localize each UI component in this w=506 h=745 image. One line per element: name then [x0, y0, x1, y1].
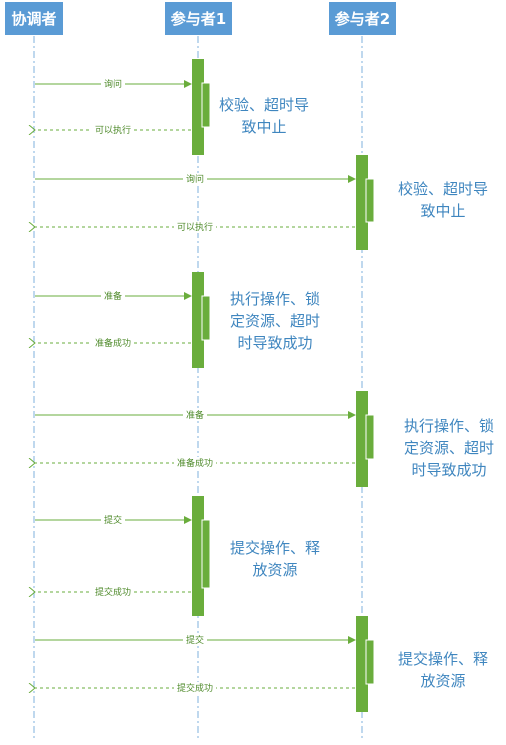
note-line: 执行操作、锁: [229, 290, 320, 308]
activation-bar-4: [356, 391, 368, 487]
message-label-11: 提交: [186, 634, 204, 646]
activation-bar-nested-2: [365, 178, 375, 223]
note-line: 定资源、超时: [229, 312, 320, 330]
note-line: 致中止: [420, 202, 466, 220]
activation-bar-nested-1: [201, 82, 211, 128]
note-text-3: 执行操作、锁定资源、超时时导致成功: [216, 288, 334, 354]
note-line: 校验、超时导: [218, 96, 309, 114]
activation-bar-1: [192, 59, 204, 155]
activation-bar-nested-6: [365, 639, 375, 685]
participant-header-participant2: [329, 2, 396, 35]
note-text-5: 提交操作、释放资源: [216, 537, 334, 581]
activation-bar-nested-3: [201, 295, 211, 341]
note-line: 提交操作、释: [397, 650, 488, 668]
message-label-12: 提交成功: [177, 682, 213, 694]
note-line: 校验、超时导: [397, 180, 488, 198]
activation-bar-3: [192, 272, 204, 368]
participant-header-participant1: [165, 2, 232, 35]
activation-bar-6: [356, 616, 368, 712]
activation-bar-2: [356, 155, 368, 250]
participant-label-coordinator: 协调者: [11, 10, 56, 28]
participant-header-coordinator: [5, 2, 63, 35]
note-line: 执行操作、锁: [403, 417, 494, 435]
note-line: 提交操作、释: [229, 539, 320, 557]
message-label-8: 准备成功: [177, 457, 213, 469]
note-text-1: 校验、超时导致中止: [205, 94, 323, 138]
message-label-3: 询问: [186, 173, 204, 185]
message-label-1: 询问: [104, 78, 122, 90]
activation-bar-nested-5: [201, 519, 211, 589]
note-text-2: 校验、超时导致中止: [384, 178, 502, 222]
note-line: 放资源: [252, 561, 298, 579]
message-label-4: 可以执行: [177, 221, 213, 233]
activation-bar-5: [192, 496, 204, 616]
participant-label-participant2: 参与者2: [335, 10, 390, 28]
message-label-5: 准备: [104, 290, 122, 302]
note-line: 放资源: [420, 672, 466, 690]
message-label-2: 可以执行: [95, 124, 131, 136]
message-label-10: 提交成功: [95, 586, 131, 598]
message-label-9: 提交: [104, 514, 122, 526]
note-text-4: 执行操作、锁定资源、超时时导致成功: [390, 415, 506, 481]
message-label-6: 准备成功: [95, 337, 131, 349]
activation-bar-nested-4: [365, 414, 375, 460]
message-label-7: 准备: [186, 409, 204, 421]
participant-label-participant1: 参与者1: [171, 10, 226, 28]
note-line: 时导致成功: [237, 334, 313, 352]
note-line: 时导致成功: [411, 461, 487, 479]
note-text-6: 提交操作、释放资源: [384, 648, 502, 692]
note-line: 定资源、超时: [403, 439, 494, 457]
note-line: 致中止: [241, 118, 287, 136]
